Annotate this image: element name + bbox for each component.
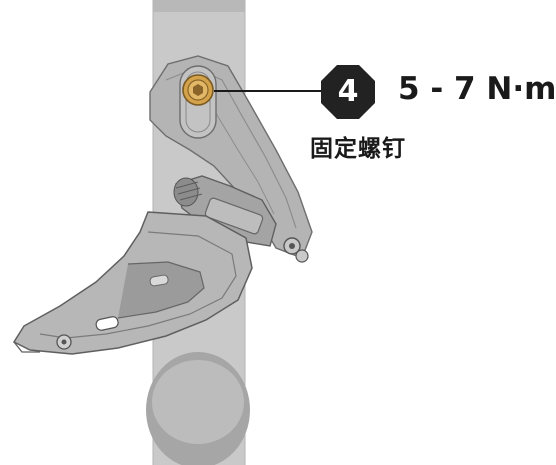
fixing-bolt-caption: 固定螺钉 bbox=[310, 136, 406, 162]
callout-badge-icon bbox=[321, 65, 375, 119]
link-assembly bbox=[173, 175, 309, 263]
fixing-bolt-icon bbox=[182, 74, 214, 106]
bottom-bracket bbox=[146, 352, 250, 465]
torque-spec: 5 - 7 N·m bbox=[398, 71, 556, 107]
chain-guide-cage bbox=[12, 211, 253, 355]
callout-number: 4 bbox=[337, 74, 359, 109]
